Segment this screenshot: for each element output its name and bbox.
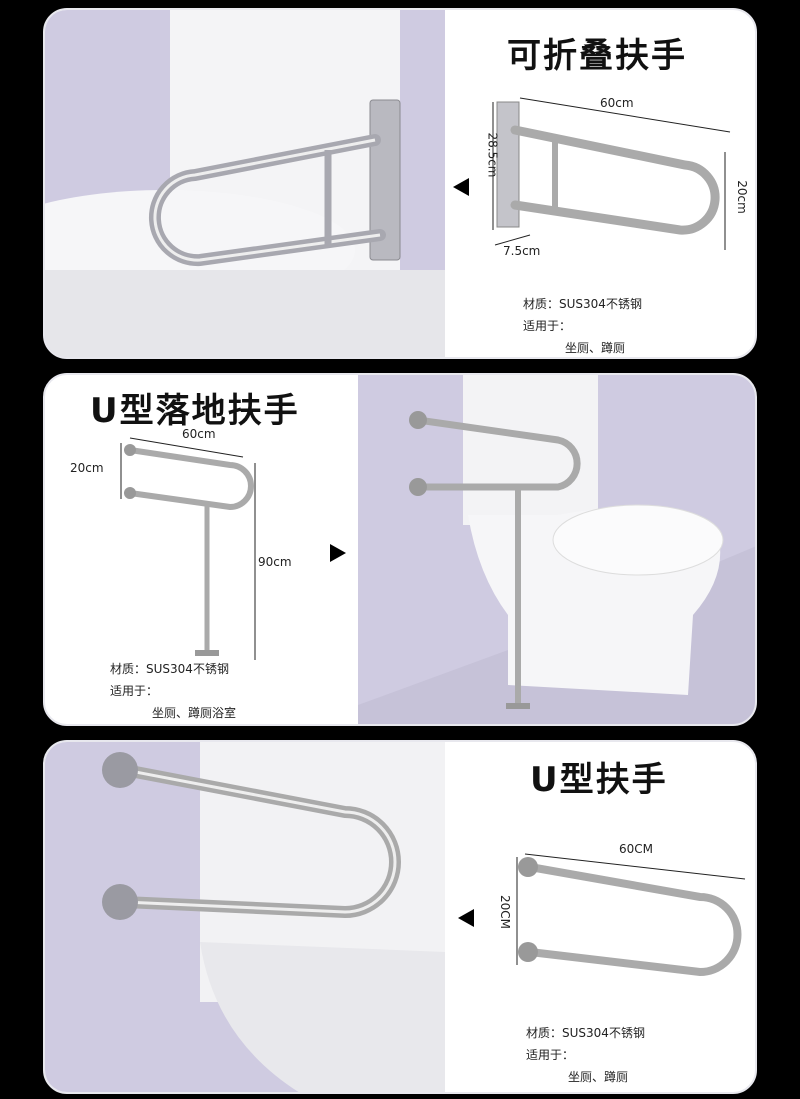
floor-u-handrail-panel: U型落地扶手 60cm 20cm 90cm 材质：SUS304不锈钢 适用于： … (43, 373, 757, 726)
section-title: 可折叠扶手 (507, 36, 687, 76)
usage-label: 适用于： (526, 1048, 575, 1062)
section-title: U型扶手 (530, 760, 668, 800)
section-title: U型落地扶手 (90, 391, 300, 431)
material-label: 材质： (110, 662, 147, 676)
toilet-illustration (45, 10, 445, 357)
arrow-left-icon (458, 909, 474, 927)
usage-value: 坐厕、蹲厕浴室 (152, 706, 237, 720)
foldable-handrail-diagram (492, 97, 731, 250)
dim-width: 60cm (182, 427, 216, 441)
dim-width: 60CM (619, 842, 654, 856)
u-handrail-panel: U型扶手 60CM 20CM 材质：SUS304不锈钢 适用于： 坐厕、蹲厕 (43, 740, 757, 1094)
spec-block: 材质：SUS304不锈钢 适用于： 坐厕、蹲厕 (526, 1022, 645, 1088)
floor-handrail-photo (358, 375, 755, 724)
usage-label: 适用于： (523, 319, 572, 333)
material-value: SUS304不锈钢 (559, 297, 642, 311)
usage-value: 坐厕、蹲厕 (565, 341, 626, 355)
arrow-right-icon (330, 544, 346, 562)
dim-span: 20cm (734, 180, 749, 214)
foldable-handrail-panel: 可折叠扶手 60cm 28.5cm 20cm 7.5cm 材质：SUS304不锈… (43, 8, 757, 359)
foldable-handrail-photo (45, 10, 445, 357)
floor-handrail-diagram (120, 437, 256, 660)
dim-floor: 90cm (258, 555, 292, 569)
material-label: 材质： (523, 297, 560, 311)
dim-width: 60cm (600, 96, 634, 110)
toilet-illustration (358, 375, 755, 724)
material-value: SUS304不锈钢 (562, 1026, 645, 1040)
arrow-left-icon (453, 178, 469, 196)
material-value: SUS304不锈钢 (146, 662, 229, 676)
u-handrail-diagram (516, 853, 746, 977)
spec-block: 材质：SUS304不锈钢 适用于： 坐厕、蹲厕 (523, 293, 642, 357)
dim-height: 20CM (498, 894, 513, 930)
u-handrail-photo (45, 742, 445, 1092)
spec-block: 材质：SUS304不锈钢 适用于： 坐厕、蹲厕浴室 (110, 658, 236, 724)
dim-depth: 7.5cm (503, 244, 541, 258)
toilet-illustration (102, 742, 445, 1092)
material-label: 材质： (526, 1026, 563, 1040)
usage-label: 适用于： (110, 684, 159, 698)
usage-value: 坐厕、蹲厕 (568, 1070, 629, 1084)
dim-height: 20cm (70, 461, 104, 475)
dim-height: 28.5cm (485, 132, 500, 178)
